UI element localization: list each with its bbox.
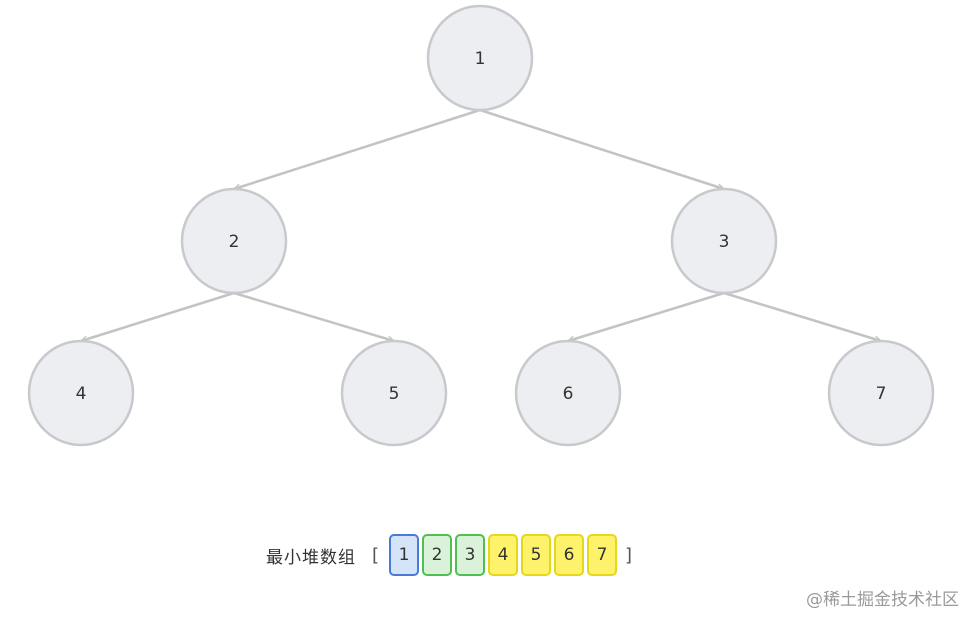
tree-edges [81,108,881,341]
array-cell-1: 1 [389,534,420,576]
tree-node-label: 1 [475,49,486,69]
array-cell-3: 3 [455,534,486,576]
array-label: 最小堆数组 [266,547,356,568]
watermark: @稀土掘金技术社区 [806,590,959,610]
tree-node-5: 5 [340,339,448,447]
tree-node-3: 3 [670,187,778,295]
edge-3-6 [568,291,725,341]
array-cell-7: 7 [587,534,618,576]
tree-node-circle [426,4,534,112]
array-cell-4: 4 [488,534,519,576]
tree-node-4: 4 [27,339,135,447]
tree-node-circle [340,339,448,447]
array-cell-6: 6 [554,534,585,576]
edge-1-3 [479,108,724,189]
tree-node-circle [180,187,288,295]
tree-node-circle [670,187,778,295]
edge-2-5 [233,291,394,341]
tree-node-label: 7 [876,384,887,404]
tree-node-circle [27,339,135,447]
tree-node-label: 5 [389,384,400,404]
tree-node-label: 6 [563,384,574,404]
tree-nodes: 1 2 3 4 5 6 7 [27,4,935,447]
tree-node-6: 6 [514,339,622,447]
edge-1-2 [234,108,481,189]
edge-2-4 [81,291,235,341]
tree-node-1: 1 [426,4,534,112]
tree-node-label: 3 [719,232,730,252]
tree-node-2: 2 [180,187,288,295]
array-cell-2: 2 [422,534,453,576]
tree-node-label: 4 [76,384,87,404]
array-close-bracket: ] [625,544,633,566]
tree-node-7: 7 [827,339,935,447]
edge-3-7 [723,291,881,341]
array-open-bracket: [ [372,544,380,566]
tree-node-label: 2 [229,232,240,252]
tree-node-circle [827,339,935,447]
array-cell-5: 5 [521,534,552,576]
tree-node-circle [514,339,622,447]
